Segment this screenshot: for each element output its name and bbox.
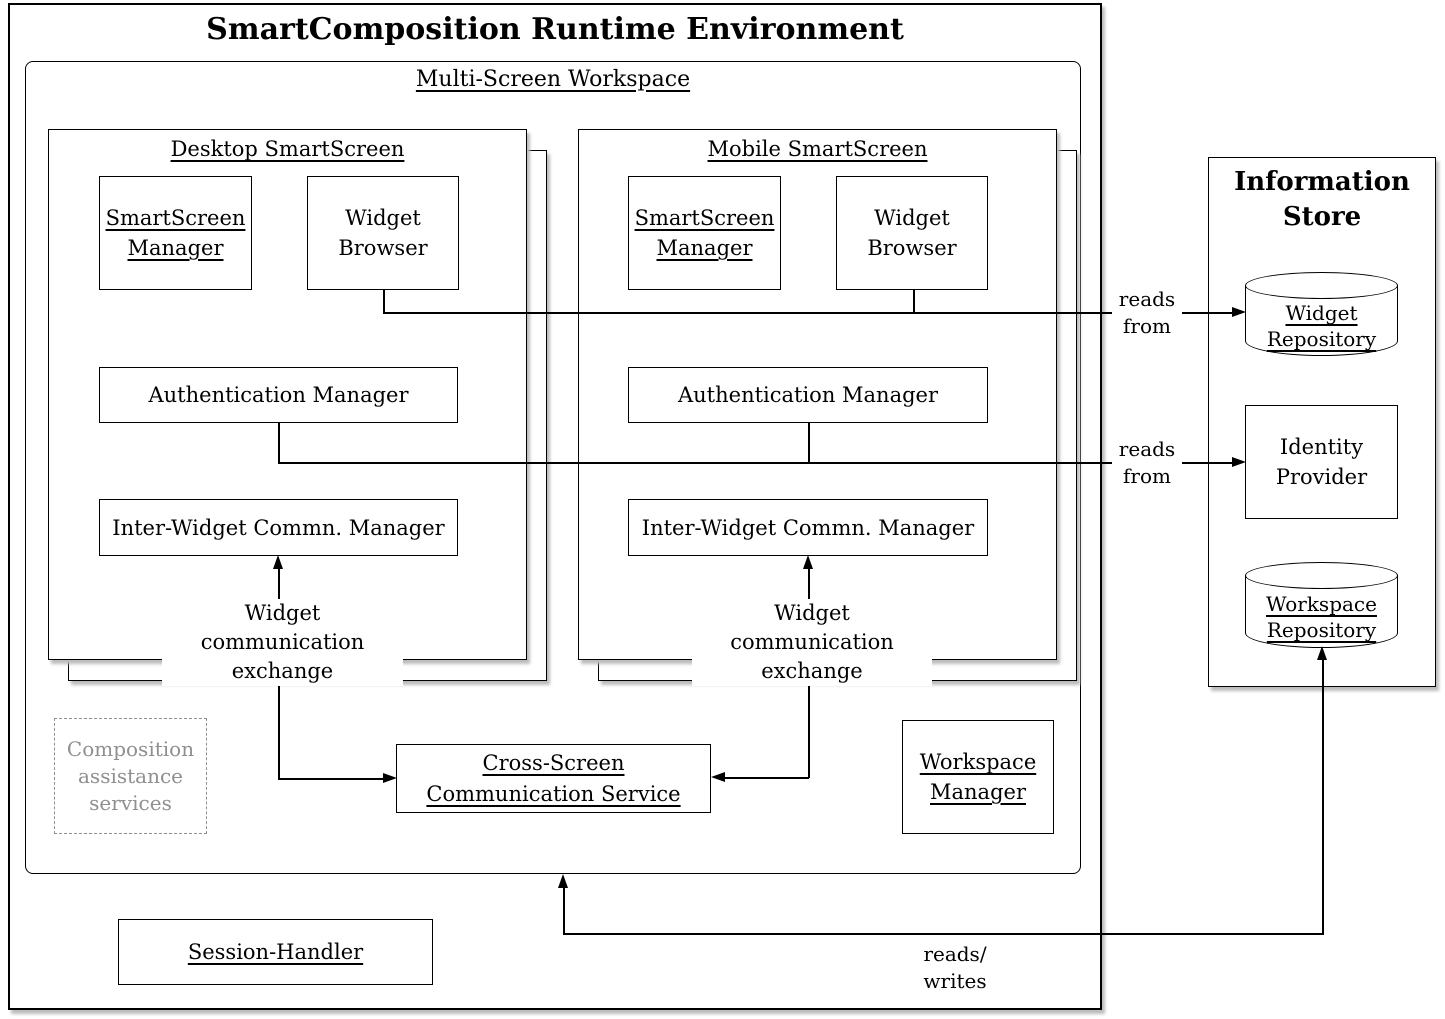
desktop-iwc-manager-label: Inter-Widget Commn. Manager <box>112 515 445 540</box>
composition-line2: assistance <box>78 763 183 788</box>
composition-line1: Composition <box>66 736 195 761</box>
connector-desktop-iwc-horizontal <box>278 778 384 780</box>
workspace-title: Multi-Screen Workspace <box>415 67 691 92</box>
workspace-manager-line2: Manager <box>930 780 1026 804</box>
desktop-smartscreen-manager-line1: SmartScreen <box>105 206 246 230</box>
identity-provider-line2: Provider <box>1275 465 1368 489</box>
cross-screen-communication-service-box: Cross-Screen Communication Service <box>396 744 711 813</box>
connector-reads-from-widgets-line <box>383 312 1234 314</box>
mobile-widget-browser-line2: Browser <box>867 236 957 260</box>
cross-screen-line1: Cross-Screen <box>482 750 625 775</box>
desktop-smartscreen-manager-box: SmartScreen Manager <box>99 176 252 290</box>
arrowhead-into-cross-screen-left <box>383 772 397 783</box>
workspace-manager-line1: Workspace <box>919 750 1037 774</box>
reads-from-identity-line2: from <box>1123 464 1171 488</box>
information-store-title-line1: Information <box>1234 167 1410 197</box>
workspace-manager-box: Workspace Manager <box>902 720 1054 834</box>
widget-repository-line1: Widget <box>1285 301 1358 325</box>
information-store-title-line2: Store <box>1282 202 1362 232</box>
arrowhead-into-cross-screen-right <box>711 771 725 782</box>
mobile-smartscreen-manager-box: SmartScreen Manager <box>628 176 781 290</box>
connector-mobile-browser-down <box>913 290 915 313</box>
workspace-repository-line2: Repository <box>1266 618 1377 642</box>
mobile-authentication-manager-label: Authentication Manager <box>677 383 939 407</box>
connector-reads-from-identity-line <box>278 462 1234 464</box>
reads-from-identity-line1: reads <box>1118 437 1176 461</box>
reads-writes-line1: reads/ <box>923 942 987 966</box>
reads-writes-line2: writes <box>923 969 987 993</box>
session-handler-box: Session-Handler <box>118 919 433 985</box>
desktop-authentication-manager-label: Authentication Manager <box>148 383 409 407</box>
desktop-widget-browser-line1: Widget <box>345 206 421 230</box>
cross-screen-line2: Communication Service <box>426 781 681 806</box>
mobile-iwc-manager-label: Inter-Widget Commn. Manager <box>641 515 975 540</box>
arrowhead-into-workspace-repository <box>1316 646 1327 660</box>
connector-reads-writes-right-vertical <box>1322 658 1324 935</box>
mobile-authentication-manager-box: Authentication Manager <box>628 367 988 423</box>
connector-desktop-auth-down <box>278 422 280 463</box>
widget-repository-cylinder: Widget Repository <box>1245 272 1398 356</box>
desktop-exchange-line1: Widget communication <box>200 601 365 654</box>
mobile-exchange-line1: Widget communication <box>730 601 894 654</box>
reads-from-widgets-line2: from <box>1123 314 1171 338</box>
diagram-title: SmartComposition Runtime Environment <box>206 12 904 47</box>
identity-provider-box: Identity Provider <box>1245 405 1398 519</box>
connector-reads-writes-horizontal <box>563 933 1323 935</box>
arrowhead-into-identity-provider <box>1232 457 1246 467</box>
arrowhead-into-widget-repository <box>1232 307 1246 317</box>
mobile-smartscreen-title: Mobile SmartScreen <box>707 137 928 161</box>
desktop-widget-browser-box: Widget Browser <box>307 176 459 290</box>
arrowhead-into-desktop-iwc <box>272 555 283 569</box>
connector-desktop-browser-down <box>383 290 385 313</box>
mobile-smartscreen-manager-line2: Manager <box>656 236 753 260</box>
mobile-widget-browser-box: Widget Browser <box>836 176 988 290</box>
workspace-repository-line1: Workspace <box>1266 592 1377 616</box>
reads-from-widgets-label: reads from <box>1112 286 1182 340</box>
composition-line3: services <box>89 790 172 815</box>
arrowhead-into-mobile-iwc <box>802 555 813 569</box>
desktop-smartscreen-manager-line2: Manager <box>127 236 224 260</box>
reads-from-identity-label: reads from <box>1112 436 1182 490</box>
connector-mobile-auth-down <box>808 422 810 463</box>
workspace-repository-cylinder: Workspace Repository <box>1245 562 1398 648</box>
widget-repository-line2: Repository <box>1266 327 1377 351</box>
identity-provider-line1: Identity <box>1279 435 1364 459</box>
arrowhead-into-workspace-bottom <box>557 874 568 888</box>
workspace-repository-cylinder-top <box>1245 562 1398 589</box>
reads-from-widgets-line1: reads <box>1118 287 1176 311</box>
desktop-exchange-line2: exchange <box>231 659 334 683</box>
information-store-title: Information Store <box>1208 165 1436 235</box>
desktop-widget-browser-line2: Browser <box>338 236 428 260</box>
mobile-smartscreen-manager-line1: SmartScreen <box>634 206 775 230</box>
connector-reads-writes-left-vertical <box>563 886 565 935</box>
desktop-inter-widget-comm-manager-box: Inter-Widget Commn. Manager <box>99 499 458 556</box>
mobile-widget-browser-line1: Widget <box>874 206 950 230</box>
session-handler-label: Session-Handler <box>187 940 364 964</box>
mobile-widget-comm-exchange-label: Widget communication exchange <box>692 599 932 686</box>
desktop-widget-comm-exchange-label: Widget communication exchange <box>162 599 403 686</box>
connector-mobile-iwc-horizontal <box>724 777 809 779</box>
desktop-authentication-manager-box: Authentication Manager <box>99 367 458 423</box>
mobile-inter-widget-comm-manager-box: Inter-Widget Commn. Manager <box>628 499 988 556</box>
mobile-exchange-line2: exchange <box>761 659 863 683</box>
widget-repository-cylinder-top <box>1245 272 1398 299</box>
reads-writes-label: reads/ writes <box>905 941 1005 995</box>
composition-assistance-services-box: Composition assistance services <box>54 718 207 834</box>
desktop-smartscreen-title: Desktop SmartScreen <box>170 137 405 161</box>
